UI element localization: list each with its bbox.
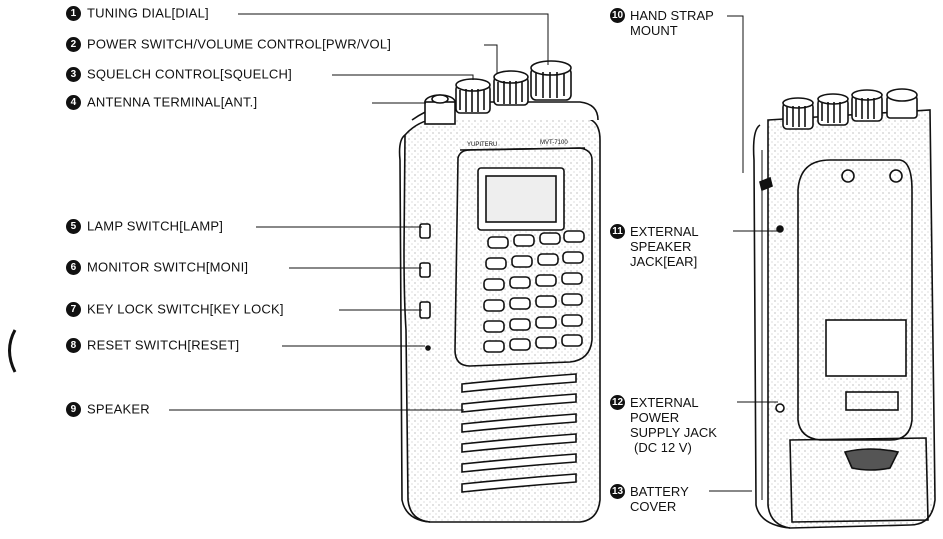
callout-label: POWER SWITCH/VOLUME CONTROL[PWR/VOL] (87, 36, 392, 52)
callout-number: 2 (66, 37, 81, 53)
callout-antenna: 4 ANTENNA TERMINAL[ANT.] (66, 94, 258, 111)
callout-number: 6 (66, 260, 81, 276)
callout-line: SPEAKER (630, 239, 692, 254)
callout-line: (DC 12 V) (634, 440, 692, 455)
keypad (483, 230, 585, 353)
front-radio (398, 60, 601, 523)
speaker-grille (461, 373, 577, 493)
callout-line: EXTERNAL (630, 224, 699, 239)
antenna-terminal (424, 94, 456, 125)
callout-line: BATTERY (630, 484, 689, 499)
callout-line: COVER (630, 499, 677, 514)
callout-external-speaker-jack: 11 EXTERNAL SPEAKER JACK[EAR] (610, 224, 740, 272)
callout-reset: 8 RESET SWITCH[RESET] (66, 337, 240, 354)
callout-number: 12 (610, 395, 625, 410)
callout-label: SQUELCH CONTROL[SQUELCH] (87, 66, 292, 82)
callout-monitor: 6 MONITOR SWITCH[MONI] (66, 259, 249, 276)
brand-text: YUPITERU (467, 142, 497, 148)
callout-hand-strap-mount: 10 HAND STRAP MOUNT (610, 8, 750, 40)
callout-lamp: 5 LAMP SWITCH[LAMP] (66, 218, 224, 235)
callout-label: TUNING DIAL[DIAL] (87, 5, 209, 21)
callout-number: 7 (66, 302, 81, 318)
callout-tuning-dial: 1 TUNING DIAL[DIAL] (66, 5, 209, 22)
callout-label: MONITOR SWITCH[MONI] (87, 259, 249, 275)
bracket-mark (8, 329, 17, 373)
callout-number: 4 (66, 95, 81, 111)
callout-external-power-jack: 12 EXTERNAL POWER SUPPLY JACK (DC 12 V) (610, 395, 750, 459)
callout-number: 3 (66, 67, 81, 83)
callout-label: SPEAKER (87, 401, 150, 417)
callout-key-lock: 7 KEY LOCK SWITCH[KEY LOCK] (66, 301, 284, 318)
callout-label: LAMP SWITCH[LAMP] (87, 218, 224, 234)
callout-number: 9 (66, 402, 81, 418)
model-text: MVT-7100 (540, 140, 568, 146)
knob-dial (530, 60, 572, 101)
back-radio (752, 88, 936, 529)
callout-line: MOUNT (630, 23, 678, 38)
callout-label: ANTENNA TERMINAL[ANT.] (87, 94, 258, 110)
knob-pwr-vol (493, 70, 529, 106)
callout-label: RESET SWITCH[RESET] (87, 337, 240, 353)
callout-number: 8 (66, 338, 81, 354)
callout-label: KEY LOCK SWITCH[KEY LOCK] (87, 301, 284, 317)
callout-line: HAND STRAP (630, 8, 714, 23)
callout-power-volume: 2 POWER SWITCH/VOLUME CONTROL[PWR/VOL] (66, 36, 392, 53)
callout-number: 5 (66, 219, 81, 235)
knob-squelch (455, 78, 491, 114)
callout-line: POWER (630, 410, 680, 425)
callout-line: SUPPLY JACK (630, 425, 717, 440)
leader-lines (169, 13, 778, 492)
callout-line: EXTERNAL (630, 395, 699, 410)
callout-battery-cover: 13 BATTERY COVER (610, 484, 730, 516)
callout-number: 13 (610, 484, 625, 499)
callout-number: 11 (610, 224, 625, 239)
callout-line: JACK[EAR] (630, 254, 698, 269)
callout-squelch: 3 SQUELCH CONTROL[SQUELCH] (66, 66, 292, 83)
callout-number: 1 (66, 6, 81, 22)
callout-speaker: 9 SPEAKER (66, 401, 150, 418)
callout-number: 10 (610, 8, 625, 23)
